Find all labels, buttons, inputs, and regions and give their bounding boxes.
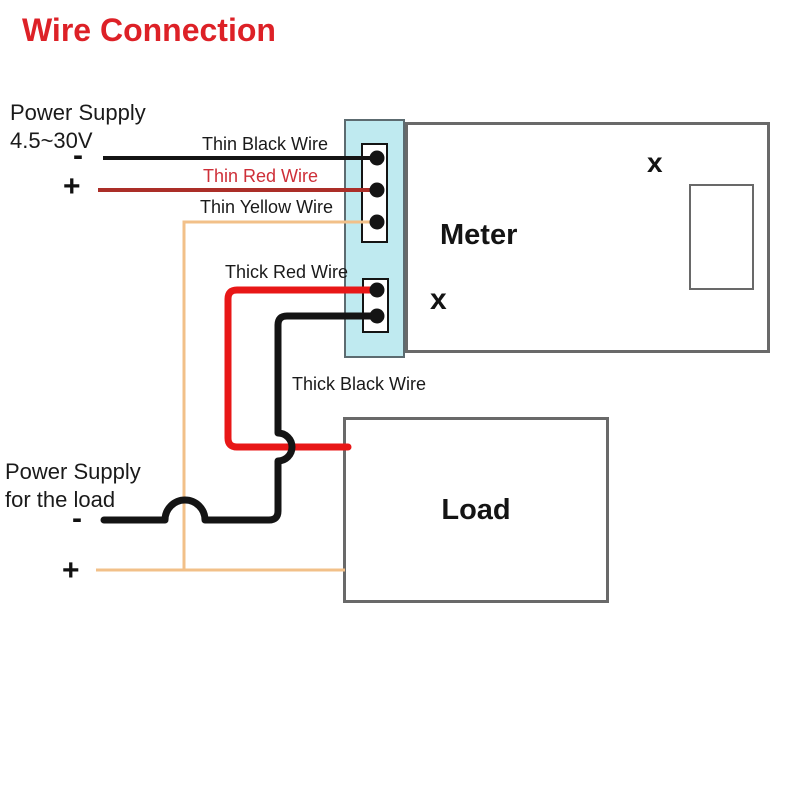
- meter-x-marker-bottom: x: [430, 283, 447, 316]
- power-supply-meter-label: Power Supply 4.5~30V: [10, 99, 146, 155]
- thick-black-wire-path: [100, 312, 382, 524]
- meter-supply-minus-sign: -: [73, 139, 83, 172]
- power-supply-meter-line2: 4.5~30V: [10, 128, 93, 153]
- page-title: Wire Connection: [22, 12, 276, 48]
- thin-red-wire-label: Thin Red Wire: [203, 166, 319, 186]
- thick-red-wire-label: Thick Red Wire: [225, 262, 349, 282]
- meter-label: Meter: [440, 219, 518, 251]
- thick-black-wire-label: Thick Black Wire: [292, 374, 427, 394]
- terminal-block-bottom: [362, 278, 389, 333]
- thin-yellow-wire-label: Thin Yellow Wire: [200, 197, 334, 217]
- load-supply-minus-sign: -: [72, 502, 82, 535]
- load-label: Load: [441, 493, 511, 526]
- power-supply-meter-line1: Power Supply: [10, 100, 146, 125]
- load-box: Load: [343, 417, 609, 603]
- power-supply-load-line1: Power Supply: [5, 459, 141, 484]
- load-supply-plus-sign: +: [62, 554, 80, 587]
- meter-supply-plus-sign: +: [63, 170, 81, 203]
- meter-display-rect: [689, 184, 754, 290]
- meter-x-marker-top: x: [647, 147, 663, 178]
- terminal-block-top: [361, 143, 388, 243]
- thin-black-wire-label: Thin Black Wire: [202, 134, 329, 154]
